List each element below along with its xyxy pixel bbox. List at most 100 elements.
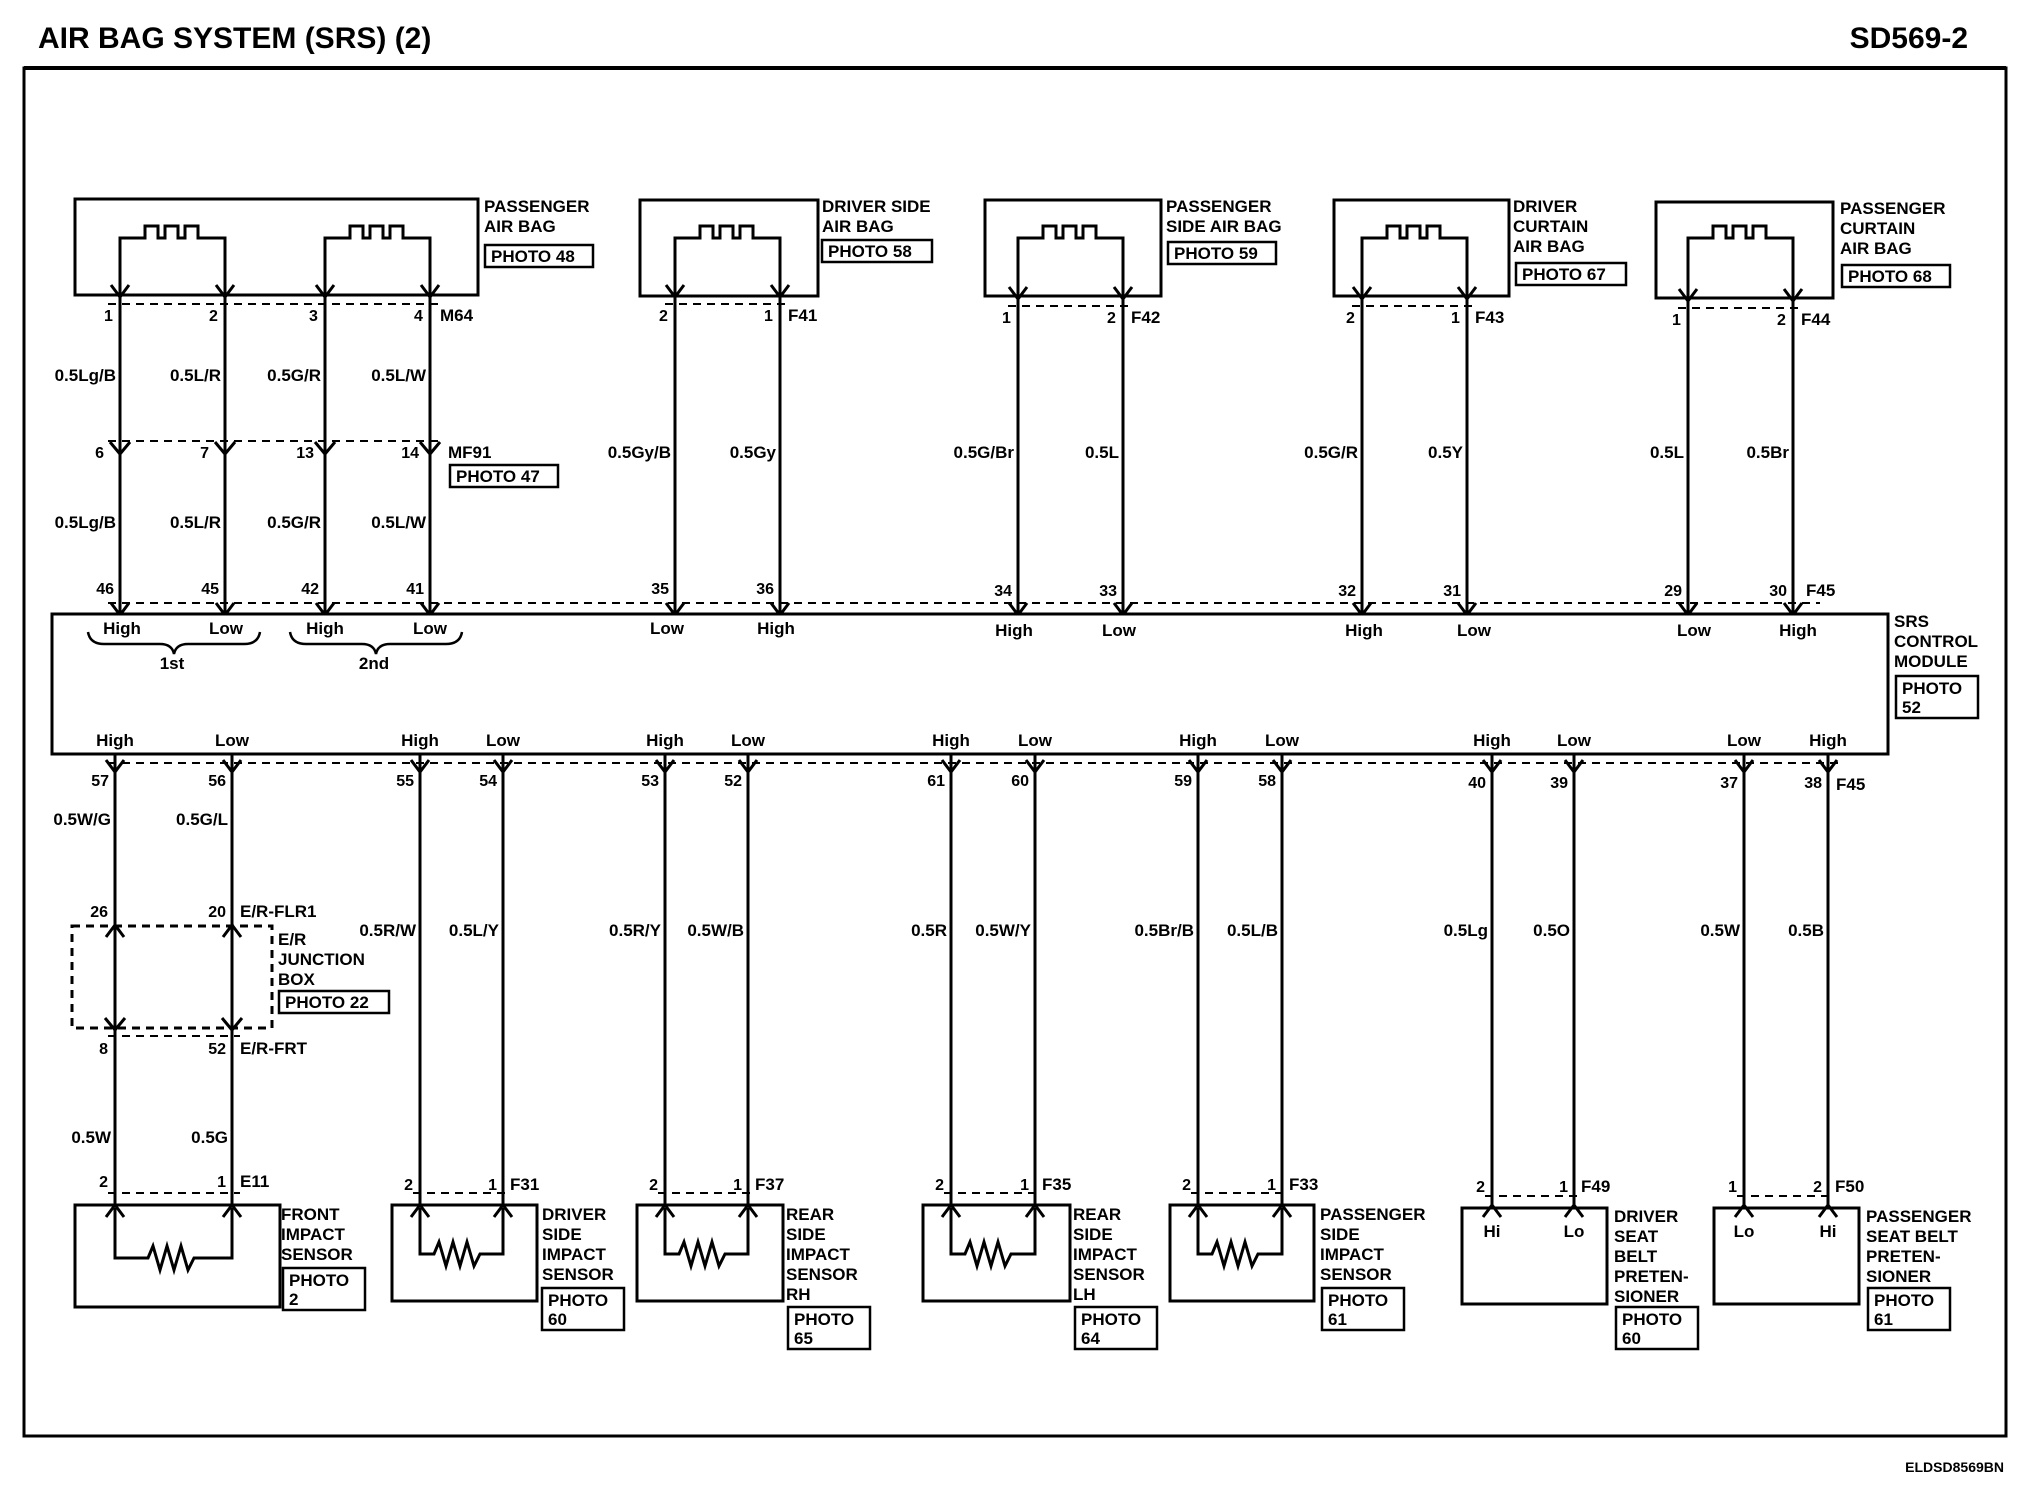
component-label: SIDE xyxy=(542,1225,582,1244)
component-label: SENSOR xyxy=(281,1245,353,1264)
photo-ref[interactable]: PHOTO 59 xyxy=(1174,244,1258,263)
stage-label: 2nd xyxy=(359,654,389,673)
photo-ref[interactable]: 64 xyxy=(1081,1329,1100,1348)
photo-ref[interactable]: 60 xyxy=(1622,1329,1641,1348)
photo-ref-box xyxy=(1320,1286,1406,1332)
photo-ref[interactable]: PHOTO 22 xyxy=(285,993,369,1012)
photo-ref[interactable]: PHOTO xyxy=(1081,1310,1141,1329)
wire-color: 0.5G xyxy=(191,1128,228,1147)
srs-control-module[interactable]: High Low High Low Low High High Low High… xyxy=(50,612,1980,756)
wire-color: 0.5W/Y xyxy=(975,921,1031,940)
photo-ref[interactable]: PHOTO 67 xyxy=(1522,265,1606,284)
component-box xyxy=(921,1203,1072,1303)
component-passenger-seat-belt-pretensioner[interactable]: Lo Hi PASSENGER SEAT BELT PRETEN- SIONER… xyxy=(1712,1203,1972,1332)
pin-number: 20 xyxy=(208,904,226,921)
photo-ref[interactable]: PHOTO xyxy=(1328,1291,1388,1310)
photo-ref[interactable]: PHOTO xyxy=(1874,1291,1934,1310)
photo-ref[interactable]: 61 xyxy=(1328,1310,1347,1329)
pin-number: 2 xyxy=(649,1177,658,1194)
terminal-label: Lo xyxy=(1564,1222,1585,1241)
wire-color: 0.5Lg xyxy=(1444,921,1488,940)
photo-ref-box xyxy=(1614,1305,1700,1351)
component-label: IMPACT xyxy=(281,1225,346,1244)
photo-ref[interactable]: PHOTO xyxy=(794,1310,854,1329)
photo-ref[interactable]: PHOTO 48 xyxy=(491,247,575,266)
pin-number: 4 xyxy=(414,308,423,325)
photo-ref[interactable]: 60 xyxy=(548,1310,567,1329)
connector-id: MF91 xyxy=(448,443,491,462)
photo-ref[interactable]: PHOTO 68 xyxy=(1848,267,1932,286)
component-label: AIR BAG xyxy=(1513,237,1585,256)
connector-id: F33 xyxy=(1289,1175,1318,1194)
photo-ref[interactable]: 65 xyxy=(794,1329,813,1348)
terminal-level: High xyxy=(1809,731,1847,750)
terminal-level: Low xyxy=(731,731,766,750)
wire-color: 0.5W xyxy=(71,1128,112,1147)
photo-ref[interactable]: PHOTO xyxy=(1622,1310,1682,1329)
component-driver-seat-belt-pretensioner[interactable]: Hi Lo DRIVER SEAT BELT PRETEN- SIONER PH… xyxy=(1460,1203,1700,1351)
terminal-level: High xyxy=(1473,731,1511,750)
pin-number: 52 xyxy=(724,773,742,790)
pin-number: 7 xyxy=(200,445,209,462)
photo-ref[interactable]: PHOTO 47 xyxy=(456,467,540,486)
bottom-wires: 57 56 55 54 53 52 61 60 59 58 40 39 37 3… xyxy=(53,754,1865,1208)
pin-number: 30 xyxy=(1769,583,1787,600)
photo-ref[interactable]: PHOTO xyxy=(548,1291,608,1310)
squib-icon xyxy=(1016,224,1125,282)
component-passenger-curtain-air-bag[interactable]: PASSENGER CURTAIN AIR BAG PHOTO 68 xyxy=(1654,199,1952,300)
pin-number: 37 xyxy=(1720,775,1738,792)
wire-color: 0.5L/W xyxy=(371,513,427,532)
terminal-level: Low xyxy=(1265,731,1300,750)
component-passenger-side-air-bag[interactable]: PASSENGER SIDE AIR BAG PHOTO 59 xyxy=(983,197,1282,298)
squib-icon xyxy=(673,224,782,282)
wire-color: 0.5G/R xyxy=(1304,443,1358,462)
component-driver-side-air-bag[interactable]: DRIVER SIDE AIR BAG PHOTO 58 xyxy=(638,197,934,298)
terminal-level: Low xyxy=(1457,621,1492,640)
component-label: SIONER xyxy=(1614,1287,1679,1306)
photo-ref[interactable]: 61 xyxy=(1874,1310,1893,1329)
wire-color: 0.5Gy/B xyxy=(608,443,671,462)
component-label: SEAT xyxy=(1614,1227,1659,1246)
component-driver-side-impact-sensor[interactable]: DRIVER SIDE IMPACT SENSOR PHOTO 60 xyxy=(390,1203,626,1332)
wire-color: 0.5W/G xyxy=(53,810,111,829)
photo-ref[interactable]: 2 xyxy=(289,1290,298,1309)
wire-color: 0.5L/Y xyxy=(449,921,500,940)
connector-id: F42 xyxy=(1131,308,1160,327)
component-label: PASSENGER xyxy=(1866,1207,1972,1226)
wire-color: 0.5Br xyxy=(1746,443,1789,462)
page-title: AIR BAG SYSTEM (SRS) (2) xyxy=(38,22,431,55)
pin-number: 53 xyxy=(641,773,659,790)
pin-number: 42 xyxy=(301,581,319,598)
wire-color: 0.5G/L xyxy=(176,810,228,829)
terminal-level: High xyxy=(103,619,141,638)
component-label: SIDE xyxy=(1073,1225,1113,1244)
terminal-level: High xyxy=(306,619,344,638)
connector-id: F45 xyxy=(1806,581,1835,600)
terminal-level: Low xyxy=(209,619,244,638)
connector-id: F49 xyxy=(1581,1177,1610,1196)
photo-ref[interactable]: 52 xyxy=(1902,698,1921,717)
module-box xyxy=(50,612,1890,756)
component-passenger-side-impact-sensor[interactable]: PASSENGER SIDE IMPACT SENSOR PHOTO 61 xyxy=(1168,1203,1426,1332)
photo-ref[interactable]: PHOTO xyxy=(1902,679,1962,698)
pin-number: 2 xyxy=(1813,1179,1822,1196)
pin-number: 36 xyxy=(756,581,774,598)
component-label: IMPACT xyxy=(1320,1245,1385,1264)
pin-number: 2 xyxy=(1182,1177,1191,1194)
component-rear-side-impact-sensor-rh[interactable]: REAR SIDE IMPACT SENSOR RH PHOTO 65 xyxy=(635,1203,872,1351)
terminal-level: Low xyxy=(1102,621,1137,640)
photo-ref[interactable]: PHOTO 58 xyxy=(828,242,912,261)
terminal-level: Low xyxy=(650,619,685,638)
component-rear-side-impact-sensor-lh[interactable]: REAR SIDE IMPACT SENSOR LH PHOTO 64 xyxy=(921,1203,1159,1351)
component-front-impact-sensor[interactable]: FRONT IMPACT SENSOR PHOTO 2 xyxy=(73,1203,367,1312)
squib-icon xyxy=(1360,224,1469,282)
component-driver-curtain-air-bag[interactable]: DRIVER CURTAIN AIR BAG PHOTO 67 xyxy=(1332,197,1628,298)
photo-ref-box xyxy=(1166,240,1278,266)
terminal-level: High xyxy=(646,731,684,750)
component-label: CURTAIN xyxy=(1513,217,1588,236)
photo-ref[interactable]: PHOTO xyxy=(289,1271,349,1290)
pin-number: 14 xyxy=(401,445,419,462)
pin-number: 57 xyxy=(91,773,109,790)
er-junction-box[interactable]: 26 20 E/R-FLR1 E/R JUNCTION BOX PHOTO 22… xyxy=(70,902,391,1147)
component-passenger-air-bag[interactable]: PASSENGER AIR BAG PHOTO 48 xyxy=(73,197,595,297)
